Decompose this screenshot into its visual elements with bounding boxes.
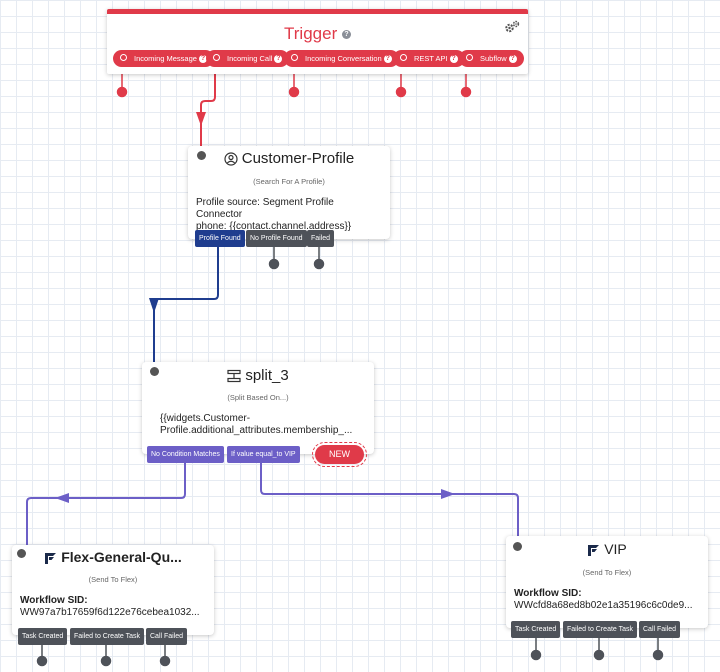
widget-subtitle: (Split Based On...) [227, 393, 289, 402]
widget-body: {{widgets.Customer- Profile.additional_a… [160, 413, 366, 437]
input-handle[interactable] [150, 367, 159, 376]
arrow-incoming-call [196, 112, 206, 126]
transition-profile-found[interactable]: Profile Found [195, 230, 245, 247]
trigger-title-text: Trigger [284, 24, 338, 43]
handle-icon[interactable] [120, 54, 127, 61]
trigger-title: Trigger ? [107, 24, 528, 44]
split-expression-line1: {{widgets.Customer- [160, 413, 251, 424]
widget-subtitle: (Send To Flex) [88, 575, 138, 584]
profile-source: Profile source: Segment Profile Connecto… [196, 197, 334, 220]
help-icon[interactable]: ? [508, 55, 517, 64]
transition-task-created[interactable]: Task Created [511, 621, 561, 638]
help-icon[interactable]: ? [383, 55, 392, 64]
person-circle-icon [224, 152, 238, 166]
widget-body: Profile source: Segment Profile Connecto… [196, 197, 382, 233]
transition-incoming-message[interactable]: Incoming Message? [113, 50, 214, 67]
new-transition-button[interactable]: NEW [312, 442, 367, 467]
flex-general-widget[interactable]: Flex-General-Qu... (Send To Flex) Workfl… [12, 545, 214, 635]
vip-stubs [530, 638, 664, 661]
transition-if-vip[interactable]: If value equal_to VIP [227, 446, 300, 463]
transition-failed[interactable]: Failed [307, 230, 335, 247]
transition-call-failed[interactable]: Call Failed [146, 628, 188, 645]
customer-profile-widget[interactable]: Customer-Profile (Search For A Profile) … [188, 146, 390, 239]
widget-title: Customer-Profile [188, 150, 390, 167]
pill-label: Subflow [480, 54, 507, 63]
transition-failed-to-create-task[interactable]: Failed to Create Task [70, 628, 145, 645]
flex-general-stubs [36, 645, 171, 667]
transition-incoming-conversation[interactable]: Incoming Conversation? [284, 50, 399, 67]
profile-phone: phone: {{contact.channel.address}} [196, 221, 352, 232]
profile-stubs [268, 247, 325, 270]
flex-logo-icon [588, 545, 600, 556]
split-expression-line2: Profile.additional_attributes.membership… [160, 425, 353, 436]
gears-icon[interactable] [504, 20, 520, 37]
workflow-sid-value: WW97a7b17659f6d122e76cebea1032... [20, 607, 200, 618]
widget-title: VIP [506, 541, 708, 557]
widget-title-text: Flex-General-Qu... [61, 549, 182, 565]
handle-icon[interactable] [466, 54, 473, 61]
help-icon[interactable]: ? [341, 30, 351, 40]
pill-label: Incoming Conversation [305, 54, 382, 63]
help-icon[interactable]: ? [449, 55, 458, 64]
arrow-profile-found [149, 298, 159, 313]
transition-call-failed[interactable]: Call Failed [639, 621, 681, 638]
widget-body: Workflow SID: WWcfd8a68ed8b02e1a35196c6c… [514, 588, 700, 612]
widget-body: Workflow SID: WW97a7b17659f6d122e76cebea… [20, 595, 206, 619]
input-handle[interactable] [513, 542, 522, 551]
pill-label: Incoming Message [134, 54, 197, 63]
input-handle[interactable] [17, 549, 26, 558]
wire-no-condition [26, 462, 186, 545]
flex-logo-icon [45, 553, 57, 564]
split-widget[interactable]: split_3 (Split Based On...) {{widgets.Cu… [142, 362, 374, 454]
handle-icon[interactable] [400, 54, 407, 61]
widget-subtitle: (Send To Flex) [582, 568, 632, 577]
handle-icon[interactable] [213, 54, 220, 61]
split-icon [227, 369, 241, 383]
arrow-if-vip [441, 489, 455, 499]
pill-label: REST API [414, 54, 448, 63]
wire-if-vip [260, 462, 519, 536]
widget-title: Flex-General-Qu... [12, 549, 214, 565]
help-icon[interactable]: ? [198, 55, 207, 64]
input-handle[interactable] [197, 151, 206, 160]
transition-task-created[interactable]: Task Created [18, 628, 68, 645]
workflow-sid-label: Workflow SID: [20, 595, 88, 606]
wire-incoming-call [200, 62, 216, 146]
transition-no-condition-matches[interactable]: No Condition Matches [147, 446, 224, 463]
help-icon[interactable]: ? [274, 55, 283, 64]
widget-subtitle: (Search For A Profile) [253, 177, 325, 186]
widget-title: split_3 [142, 367, 374, 384]
workflow-sid-value: WWcfd8a68ed8b02e1a35196c6c0de9... [514, 600, 693, 611]
transition-failed-to-create-task[interactable]: Failed to Create Task [563, 621, 638, 638]
widget-title-text: Customer-Profile [241, 150, 355, 167]
handle-icon[interactable] [291, 54, 298, 61]
transition-rest-api[interactable]: REST API? [393, 50, 465, 67]
widget-title-text: split_3 [245, 367, 289, 384]
vip-widget[interactable]: VIP (Send To Flex) Workflow SID: WWcfd8a… [506, 536, 708, 628]
trigger-widget[interactable]: Trigger ? Incoming Message? Incoming Cal… [107, 9, 528, 74]
arrow-no-condition [55, 493, 69, 503]
widget-title-text: VIP [604, 541, 627, 557]
pill-label: Incoming Call [227, 54, 273, 63]
transition-no-profile-found[interactable]: No Profile Found [246, 230, 307, 247]
wire-profile-found [153, 247, 219, 362]
workflow-sid-label: Workflow SID: [514, 588, 582, 599]
transition-subflow[interactable]: Subflow? [459, 50, 524, 67]
transition-incoming-call[interactable]: Incoming Call? [206, 50, 290, 67]
